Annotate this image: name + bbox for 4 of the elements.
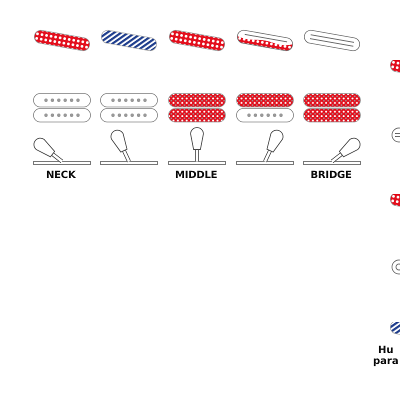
- position-label: MIDDLE: [175, 170, 218, 181]
- position-label: BRIDGE: [310, 170, 352, 181]
- mode-label: Hu para: [373, 345, 399, 367]
- position-label: NECK: [46, 170, 76, 181]
